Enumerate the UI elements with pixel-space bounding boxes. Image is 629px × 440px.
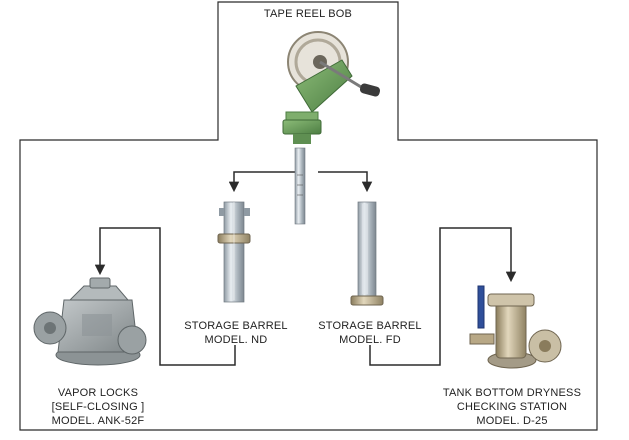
vapor-lock-line2: [SELF-CLOSING ]	[51, 401, 145, 413]
vapor-lock-line1: VAPOR LOCKS	[57, 387, 139, 399]
station-line1: TANK BOTTOM DRYNESS	[442, 387, 582, 399]
station-line2: CHECKING STATION	[456, 401, 568, 413]
arrow-to-barrel-nd	[228, 171, 295, 193]
station-line3: MODEL. D-25	[476, 415, 548, 427]
barrel-fd-label: STORAGE BARREL MODEL. FD	[304, 319, 436, 347]
station-label: TANK BOTTOM DRYNESS CHECKING STATION MOD…	[432, 386, 592, 428]
vapor-lock-label: VAPOR LOCKS [SELF-CLOSING ] MODEL. ANK-5…	[33, 386, 163, 428]
vapor-lock-line3: MODEL. ANK-52F	[51, 415, 145, 427]
barrel-nd-label: STORAGE BARREL MODEL. ND	[170, 319, 302, 347]
tape-reel-bob-title: TAPE REEL BOB	[263, 8, 353, 20]
barrel-fd-line2: MODEL. FD	[339, 334, 401, 346]
diagram-frame	[19, 1, 598, 431]
storage-barrel-fd-photo	[350, 201, 384, 306]
barrel-fd-line1: STORAGE BARREL	[318, 320, 422, 332]
connector-lines	[94, 171, 517, 366]
arrow-to-station	[369, 227, 517, 366]
barrel-nd-line2: MODEL. ND	[204, 334, 268, 346]
arrow-to-barrel-fd	[318, 171, 373, 193]
dryness-station-photo	[469, 285, 562, 369]
barrel-nd-line1: STORAGE BARREL	[184, 320, 288, 332]
tape-reel-bob-photo	[282, 31, 381, 225]
vapor-lock-photo	[33, 277, 147, 366]
storage-barrel-nd-photo	[217, 201, 251, 303]
arrow-to-vapor-lock	[94, 227, 236, 366]
